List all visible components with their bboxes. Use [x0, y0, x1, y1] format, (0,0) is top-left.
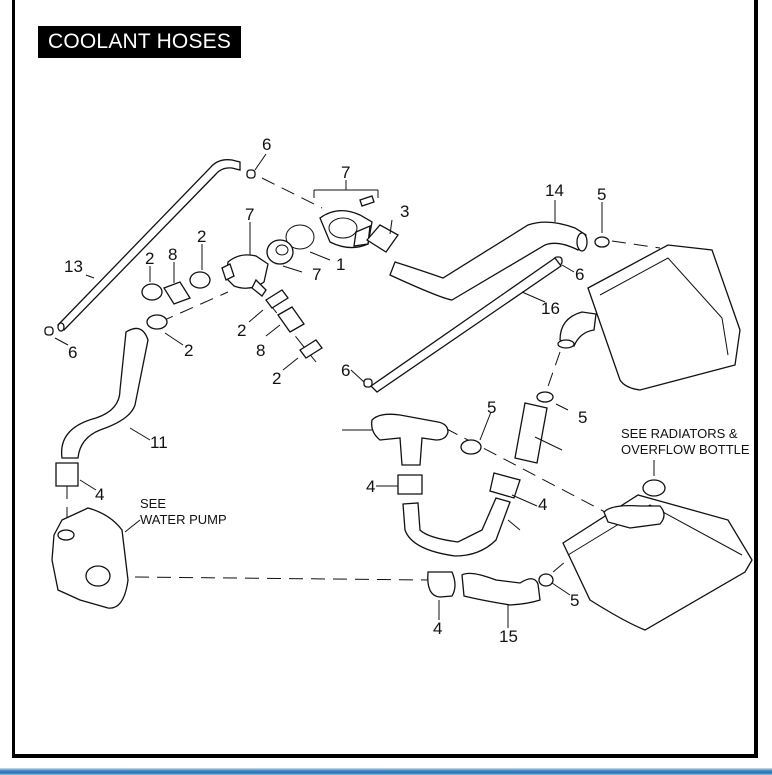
- hose-11: [461, 572, 541, 606]
- callout-5: 5: [570, 591, 579, 610]
- assembly-line-5-to-radiator: [611, 240, 661, 249]
- clamp-2-b: [189, 271, 211, 289]
- sleeve-4-right: [489, 472, 521, 499]
- o-ring-1: [285, 224, 315, 250]
- radiator-upper: [557, 244, 741, 391]
- callout-11: 15: [499, 627, 518, 646]
- callout-10: 14: [545, 181, 564, 200]
- callout-2: 2: [197, 227, 206, 246]
- diagram-title: COOLANT HOSES: [38, 26, 242, 58]
- assembly-line-6-to-thermostat: [261, 177, 323, 209]
- leader-lines: [54, 153, 655, 628]
- water-pump-cover: [51, 507, 129, 609]
- callout-5: 5: [597, 185, 606, 204]
- callout-4: 3: [400, 202, 409, 221]
- callout-6: 6: [341, 361, 350, 380]
- assembly-line-clamp-to-housing: [159, 291, 229, 323]
- hose-10-end: [576, 232, 588, 252]
- radiator-lower: [562, 479, 753, 631]
- callout-12: 16: [541, 299, 560, 318]
- hose-16: [402, 497, 511, 557]
- water-valve-body: [221, 254, 269, 297]
- callout-2: 2: [272, 369, 281, 388]
- fitting-2-d: [265, 289, 289, 309]
- grommet-6-lower-left: [44, 326, 54, 336]
- note-radiators-line1: SEE RADIATORS &: [621, 426, 738, 441]
- sleeve-4-left: [397, 474, 423, 495]
- hose-9: [61, 327, 149, 459]
- callout-13: 13: [64, 257, 83, 276]
- thermostat: [266, 239, 294, 265]
- note-radiators-line2: OVERFLOW BOTTLE: [621, 442, 750, 457]
- grommet-6-upper: [246, 169, 256, 179]
- callout-6: 6: [575, 265, 584, 284]
- clamp-5-lower: [460, 439, 482, 455]
- callout-8: 8: [256, 341, 265, 360]
- hose-8-lower: [277, 306, 305, 333]
- clamp-2-c: [146, 314, 168, 330]
- callout-7: 7: [312, 265, 321, 284]
- sleeve-4-bottom: [427, 571, 456, 598]
- pipe-12: [369, 257, 562, 393]
- window-bottom-bar: [0, 768, 772, 775]
- assembly-line-pump-to-4: [134, 576, 429, 581]
- assembly-line-11-to-radiator: [552, 561, 566, 573]
- callout-2: 2: [237, 321, 246, 340]
- hose-15: [371, 413, 449, 466]
- callout-5: 5: [578, 408, 587, 427]
- callout-3: 4: [95, 485, 104, 504]
- sleeve-4-upper: [366, 224, 399, 253]
- clamp-5-bottom: [538, 573, 554, 587]
- hose-10: [389, 221, 587, 301]
- clamp-5-upper: [594, 236, 610, 248]
- hose-13: [57, 159, 241, 332]
- callout-9: 11: [150, 433, 168, 452]
- callout-7: 7: [341, 163, 350, 182]
- fitting-2-e: [299, 339, 323, 359]
- callout-7: 7: [245, 205, 254, 224]
- grommet-6-lower-mid: [363, 378, 373, 388]
- sleeve-3: [55, 462, 79, 487]
- callout-4: 4: [366, 477, 375, 496]
- callout-6: 6: [68, 343, 77, 362]
- callout-2: 2: [184, 341, 193, 360]
- callout-2: 2: [145, 249, 154, 268]
- callout-6: 6: [262, 135, 271, 154]
- hose-8-upper: [163, 281, 191, 305]
- callout-1: 1: [336, 255, 345, 274]
- hose-14: [514, 402, 548, 464]
- callout-4: 4: [538, 495, 547, 514]
- clamp-5-mid: [536, 391, 554, 403]
- callout-5: 5: [487, 398, 496, 417]
- clamp-2-a: [141, 283, 163, 301]
- assembly-line-fitting-8: [267, 301, 317, 363]
- callout-4: 4: [433, 619, 442, 638]
- callout-8: 8: [168, 245, 177, 264]
- assembly-line-radiator-outlet: [544, 351, 561, 396]
- note-water-pump-line1: SEE: [140, 496, 166, 511]
- thermostat-housing: [319, 195, 375, 249]
- note-water-pump-line2: WATER PUMP: [140, 512, 227, 527]
